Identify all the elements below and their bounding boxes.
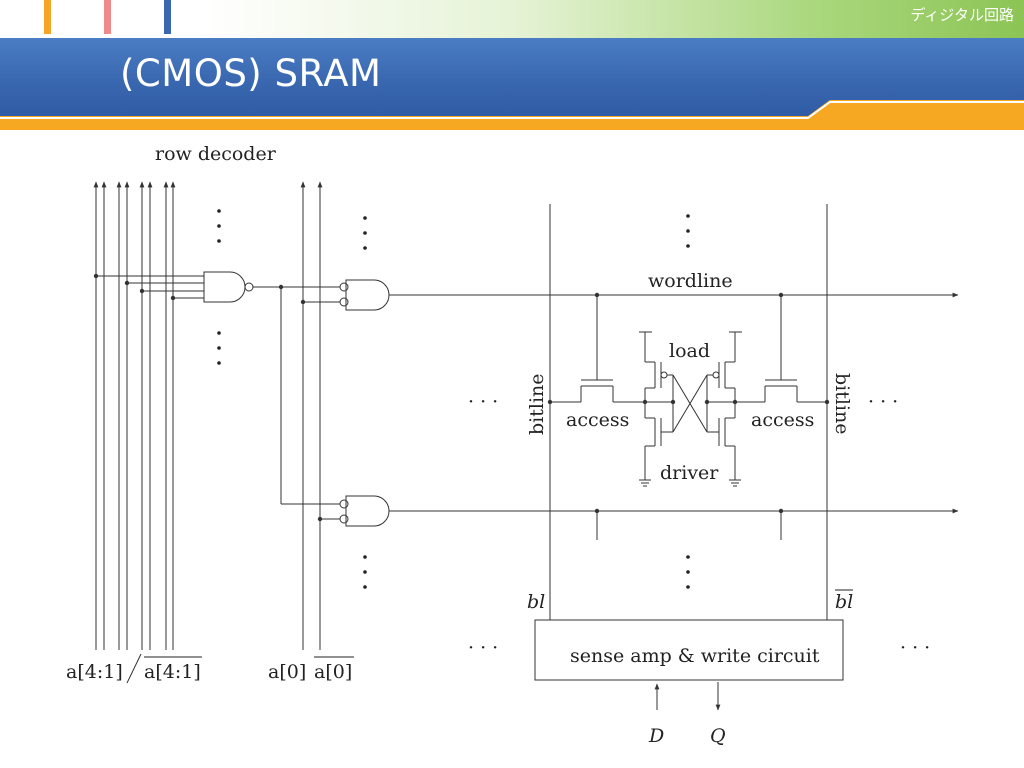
and-gate-upper [281,279,959,311]
sense-amp-label: sense amp & write circuit [570,645,820,667]
ellipsis-right-mid: · · · [868,391,898,413]
driver-label: driver [660,462,719,484]
row-decoder-label: row decoder [155,143,277,165]
address-high-label: a[4:1] [66,661,123,683]
title-accent [0,100,1024,130]
nand-gate [96,271,281,303]
slide-title: (CMOS) SRAM [120,52,382,95]
address-lines-high [93,181,176,650]
bitlines [549,204,828,620]
sram-cell [550,295,827,487]
address-low-bar-label: a[0] [314,661,352,683]
d-input-label: D [648,725,664,747]
bitline-label-right: bitline [831,373,853,435]
sense-amp-box [534,619,844,681]
bl-label: bl [527,591,545,613]
access-label-left: access [566,409,629,431]
accent-bar-blue [164,0,171,34]
bl-bar-label: bl [835,591,853,613]
access-label-right: access [751,409,814,431]
ellipsis-right-bottom: · · · [900,637,930,659]
junction-dots [93,273,830,522]
vertical-ellipses [217,209,690,589]
bitline-label-left: bitline [526,373,548,435]
accent-bar-pink [104,0,111,34]
address-lines-low [300,181,323,650]
q-output-label: Q [710,725,726,747]
address-high-bar-label: a[4:1] [144,661,201,683]
ellipsis-left-bottom: · · · [468,637,498,659]
ellipsis-left-mid: · · · [468,391,498,413]
and-gate-lower [280,287,959,527]
address-low-label: a[0] [268,661,306,683]
wordline-label: wordline [648,270,733,292]
course-label: ディジタル回路 [910,6,1014,24]
accent-bar-orange [44,0,51,34]
load-label: load [669,340,710,362]
top-banner: ディジタル回路 [0,0,1024,38]
